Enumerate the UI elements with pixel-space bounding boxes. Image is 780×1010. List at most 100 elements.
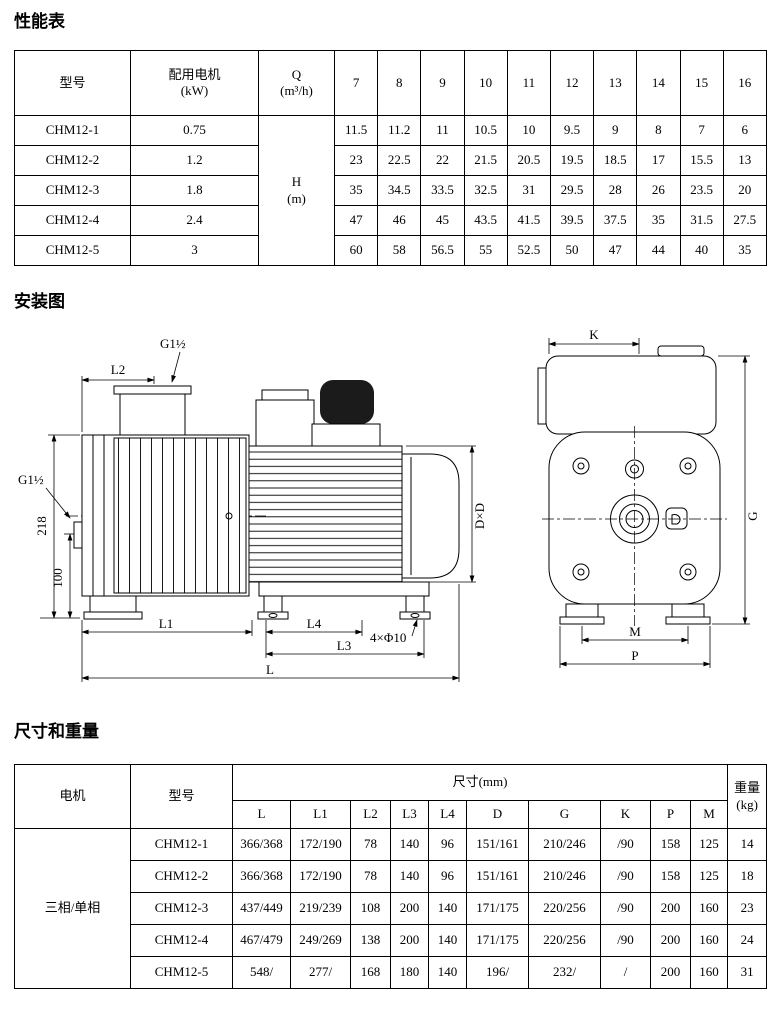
dimension-value-cell: 108 [350,892,391,925]
dimension-value-cell: 232/ [528,956,601,989]
dimension-value-cell: /90 [600,860,651,893]
pump-face [542,426,727,626]
head-value-cell: 11 [420,115,465,146]
model-cell: CHM12-1 [14,115,131,146]
dimension-header-cell: P [650,800,691,829]
dim-label-dxd: D×D [472,503,487,529]
dimension-value-cell: 219/239 [290,892,351,925]
model-cell: CHM12-5 [130,956,233,989]
side-view-dimensions [40,351,476,682]
head-value-cell: 23.5 [679,175,724,206]
motor-power-cell: 0.75 [130,115,259,146]
front-view-dimensions [548,338,750,668]
flow-rate-header-cell: 7 [333,50,379,116]
performance-section-title: 性能表 [14,12,65,31]
dim-label-l3: L3 [337,638,351,653]
dimension-value-cell: 172/190 [290,860,351,893]
model-cell: CHM12-4 [14,205,131,236]
inlet-top-label: G1½ [160,336,186,351]
pump-body [73,434,250,597]
dimension-value-cell: 171/175 [466,924,529,957]
dimension-value-cell: 171/175 [466,892,529,925]
flange-bolt [572,457,590,475]
weight-cell: 14 [727,828,768,861]
head-value-cell: 43.5 [463,205,508,236]
motor-power-cell: 2.4 [130,205,259,236]
dimension-value-cell: 196/ [466,956,529,989]
dimension-value-cell: 140 [390,860,429,893]
head-value-cell: 11.2 [377,115,422,146]
head-value-cell: 11.5 [333,115,379,146]
model-cell: CHM12-3 [130,892,233,925]
dimension-value-cell: 140 [428,924,467,957]
head-value-cell: 50 [549,235,595,266]
dimension-header-cell: L [232,800,291,829]
weight-cell: 24 [727,924,768,957]
dimension-value-cell: 180 [390,956,429,989]
head-value-cell: 22.5 [377,145,422,176]
head-unit-cell: H (m) [258,115,335,266]
dimension-value-cell: 200 [650,956,691,989]
dimensions-section-title: 尺寸和重量 [14,722,99,741]
head-value-cell: 47 [593,235,638,266]
head-value-cell: 6 [722,115,767,146]
dimension-value-cell: 138 [350,924,391,957]
dimensions-header-row: 电机 型号 尺寸(mm) 重量 (kg) [14,764,768,829]
dimension-header-cell: L3 [390,800,429,829]
front-view-labels: K G M P [589,327,760,663]
head-value-cell: 29.5 [549,175,595,206]
priming-plug [625,459,644,479]
head-value-cell: 28 [593,175,638,206]
col-header-motor-power: 配用电机 (kW) [130,50,259,116]
head-value-cell: 56.5 [420,235,465,266]
suction-port [610,494,659,544]
side-port-boss [73,521,83,549]
head-value-cell: 13 [722,145,767,176]
dimension-value-cell: 200 [650,924,691,957]
head-value-cell: 26 [636,175,681,206]
dim-label-k: K [589,327,599,342]
dimension-value-cell: 220/256 [528,892,601,925]
flow-rate-header-cell: 9 [420,50,465,116]
dimension-value-cell: 140 [428,892,467,925]
flange-bolt [572,563,590,581]
model-cell: CHM12-4 [130,924,233,957]
head-value-cell: 17 [636,145,681,176]
side-view-labels: G1½ L2 G1½ 218 100 L1 L4 L3 L 4×Φ10 D×D [18,336,487,677]
dimension-value-cell: 158 [650,828,691,861]
dimension-value-cell: 96 [428,828,467,861]
motor-power-cell: 1.8 [130,175,259,206]
head-value-cell: 20 [722,175,767,206]
head-value-cell: 44 [636,235,681,266]
head-value-cell: 10.5 [463,115,508,146]
flange-bolt [679,563,697,581]
dimension-value-cell: 249/269 [290,924,351,957]
dimension-header-cell: L1 [290,800,351,829]
installation-section-title: 安装图 [14,292,65,311]
flow-rate-header-cell: 13 [593,50,638,116]
head-value-cell: 41.5 [506,205,551,236]
motor-power-cell: 1.2 [130,145,259,176]
head-value-cell: 21.5 [463,145,508,176]
head-value-cell: 34.5 [377,175,422,206]
dimension-value-cell: 200 [390,892,429,925]
weight-cell: 18 [727,860,768,893]
model-cell: CHM12-3 [14,175,131,206]
head-value-cell: 60 [333,235,379,266]
dim-label-l4: L4 [307,616,322,631]
head-value-cell: 9.5 [549,115,595,146]
dimension-value-cell: /90 [600,924,651,957]
motor-type-cell: 三相/单相 [14,828,131,989]
flow-rate-header-cell: 8 [377,50,422,116]
